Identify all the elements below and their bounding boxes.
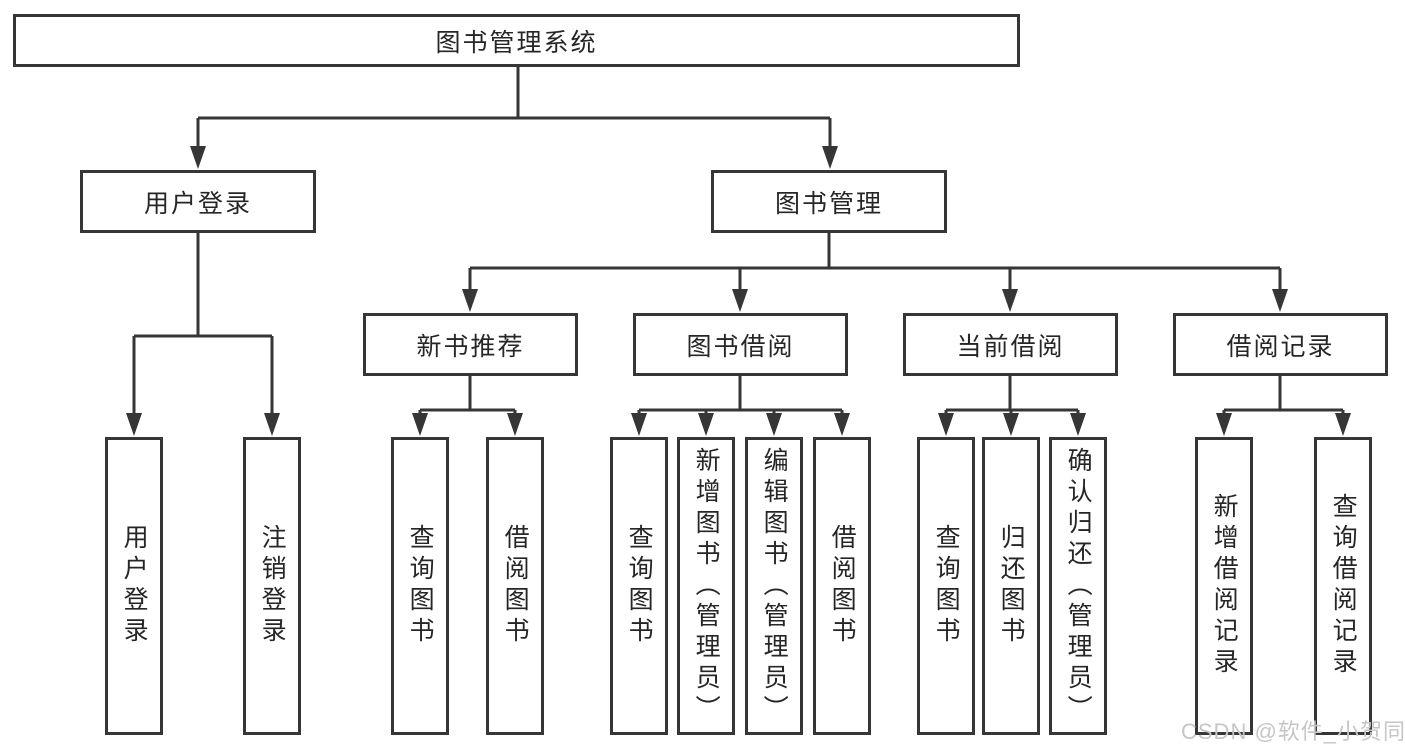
- leaf-label: 借阅图书: [828, 524, 857, 648]
- node-label: 当前借阅: [956, 332, 1065, 361]
- node-label: 图书管理系统: [435, 28, 598, 57]
- leaf-recommend-query-books: 查询图书: [391, 437, 449, 735]
- leaf-records-query-record: 查询借阅记录: [1314, 437, 1372, 735]
- leaf-recommend-borrow-books: 借阅图书: [486, 437, 544, 735]
- leaf-records-add-record: 新增借阅记录: [1195, 437, 1253, 735]
- node-library-management-system: 图书管理系统: [13, 14, 1020, 67]
- leaf-label: 查询图书: [625, 524, 654, 648]
- csdn-watermark: CSDN @软件_小贺同学: [1181, 719, 1405, 744]
- leaf-label: 用户登录: [120, 524, 149, 648]
- node-label: 图书管理: [774, 189, 883, 218]
- leaf-borrowing-query-books: 查询图书: [610, 437, 668, 735]
- leaf-current-confirm-return: 确认归还（管理员）: [1049, 437, 1107, 735]
- node-user-login: 用户登录: [80, 170, 316, 233]
- leaf-logout: 注销登录: [243, 437, 301, 735]
- node-label: 借阅记录: [1226, 332, 1335, 361]
- leaf-user-login: 用户登录: [105, 437, 163, 735]
- leaf-label: 注销登录: [258, 524, 287, 648]
- leaf-label: 确认归还（管理员）: [1064, 446, 1093, 726]
- node-current-borrowing: 当前借阅: [903, 313, 1118, 376]
- node-label: 图书借阅: [686, 332, 795, 361]
- leaf-current-query-books: 查询图书: [917, 437, 975, 735]
- leaf-label: 借阅图书: [501, 524, 530, 648]
- leaf-label: 查询图书: [406, 524, 435, 648]
- leaf-label: 新增借阅记录: [1210, 493, 1239, 679]
- leaf-label: 编辑图书（管理员）: [760, 446, 789, 726]
- node-book-management: 图书管理: [711, 170, 947, 233]
- leaf-borrowing-edit-books: 编辑图书（管理员）: [745, 437, 803, 735]
- leaf-label: 归还图书: [997, 524, 1026, 648]
- node-book-borrowing: 图书借阅: [633, 313, 848, 376]
- leaf-borrowing-borrow-books: 借阅图书: [813, 437, 871, 735]
- leaf-label: 查询借阅记录: [1329, 493, 1358, 679]
- node-label: 新书推荐: [416, 332, 525, 361]
- leaf-borrowing-add-books: 新增图书（管理员）: [677, 437, 735, 735]
- leaf-label: 新增图书（管理员）: [692, 446, 721, 726]
- leaf-label: 查询图书: [932, 524, 961, 648]
- node-borrowing-records: 借阅记录: [1173, 313, 1388, 376]
- node-label: 用户登录: [143, 189, 252, 218]
- leaf-current-return-books: 归还图书: [982, 437, 1040, 735]
- node-new-book-recommend: 新书推荐: [363, 313, 578, 376]
